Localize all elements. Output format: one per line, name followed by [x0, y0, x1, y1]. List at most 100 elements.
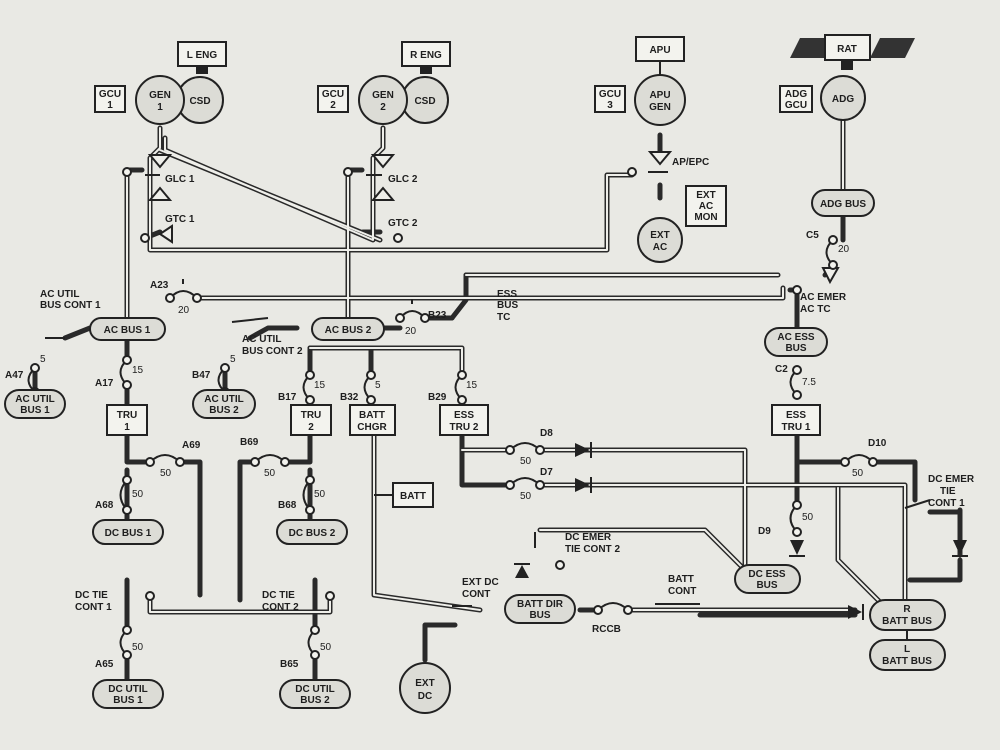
ac-emer-ac-tc-label: AC EMER AC TC — [800, 292, 847, 315]
svg-text:BUS 1: BUS 1 — [20, 405, 50, 416]
wiring-inner — [126, 116, 906, 616]
gen1-output-arrow — [147, 154, 173, 169]
svg-text:GEN: GEN — [649, 102, 671, 113]
d7-rating: 50 — [520, 491, 532, 502]
svg-text:R: R — [903, 604, 911, 615]
b23-label: B23 — [428, 310, 447, 321]
svg-text:1: 1 — [157, 102, 163, 113]
contactor-symbols — [45, 167, 931, 607]
ap-epc-label: AP/EPC — [672, 157, 709, 168]
b69-label: B69 — [240, 437, 259, 448]
svg-text:TRU 2: TRU 2 — [450, 422, 479, 433]
svg-text:AC BUS 1: AC BUS 1 — [104, 325, 151, 336]
c2-label: C2 — [775, 364, 788, 375]
b17-label: B17 — [278, 392, 297, 403]
engine-r: R ENG — [401, 41, 451, 74]
gcu-2: GCU 2 — [317, 85, 349, 113]
svg-text:CONT: CONT — [668, 586, 696, 597]
d8-rating: 50 — [520, 456, 532, 467]
svg-text:CHGR: CHGR — [357, 422, 387, 433]
svg-text:ADG: ADG — [785, 89, 807, 100]
svg-text:APU: APU — [649, 90, 670, 101]
diode-batt-dir — [514, 563, 530, 578]
generator-2: CSD GEN 2 — [358, 75, 449, 125]
svg-text:DC EMER: DC EMER — [928, 474, 975, 485]
svg-text:DC UTIL: DC UTIL — [108, 684, 147, 695]
l-eng-label: L ENG — [187, 50, 218, 61]
svg-text:DC BUS 2: DC BUS 2 — [289, 528, 336, 539]
svg-text:BATT BUS: BATT BUS — [882, 656, 932, 667]
svg-text:GCU: GCU — [99, 89, 121, 100]
d9-rating: 50 — [802, 512, 814, 523]
ext-ac: EXT AC — [637, 217, 683, 263]
ac-util-bus-2: AC UTIL BUS 2 — [192, 389, 256, 419]
svg-text:BATT BUS: BATT BUS — [882, 616, 932, 627]
a68-rating: 50 — [132, 489, 144, 500]
dc-bus-1: DC BUS 1 — [92, 519, 164, 545]
b23-rating: 20 — [405, 326, 417, 337]
diode-d9 — [789, 540, 805, 557]
ac-util-bus-cont1-label: AC UTIL BUS CONT 1 — [40, 289, 101, 311]
ext-dc-cont-label: EXT DC CONT — [462, 577, 499, 600]
ac-util-bus-cont2-label: AC UTIL BUS CONT 2 — [242, 334, 303, 357]
diode-d7 — [575, 477, 592, 493]
svg-text:TRU 1: TRU 1 — [782, 422, 811, 433]
svg-text:ESS: ESS — [454, 410, 474, 421]
apu: APU — [635, 36, 685, 75]
d7-label: D7 — [540, 467, 553, 478]
svg-text:AC BUS 2: AC BUS 2 — [325, 325, 372, 336]
gtc1-label: GTC 1 — [165, 214, 195, 225]
diode-d8 — [575, 442, 592, 458]
a69-label: A69 — [182, 440, 201, 451]
c5-label: C5 — [806, 230, 819, 241]
svg-text:DC EMER: DC EMER — [565, 532, 612, 543]
svg-text:BUS 1: BUS 1 — [113, 695, 143, 706]
ac-ess-bus: AC ESS BUS — [764, 327, 828, 357]
svg-text:MON: MON — [694, 212, 717, 223]
diode-batt-cont — [848, 604, 864, 620]
apu-generator: APU GEN — [634, 74, 686, 126]
rccb-label: RCCB — [592, 624, 621, 635]
apu-label: APU — [649, 45, 670, 56]
generator-1: CSD GEN 1 — [135, 75, 224, 125]
svg-text:DC TIE: DC TIE — [262, 590, 295, 601]
b47-rating: 5 — [230, 354, 236, 365]
svg-text:AC UTIL: AC UTIL — [15, 394, 54, 405]
svg-text:EXT: EXT — [696, 190, 715, 201]
batt-cont-label: BATT CONT — [668, 574, 696, 597]
svg-text:AC UTIL: AC UTIL — [204, 394, 243, 405]
gtc1-arrow — [147, 186, 173, 201]
svg-text:GCU: GCU — [785, 100, 807, 111]
svg-text:DC ESS: DC ESS — [748, 569, 786, 580]
tru-2: TRU 2 — [290, 404, 332, 436]
dc-tie-cont2-label: DC TIE CONT 2 — [262, 590, 299, 613]
svg-text:BUS: BUS — [529, 610, 550, 621]
glc2-label: GLC 2 — [388, 174, 418, 185]
r-batt-bus: R BATT BUS — [869, 599, 946, 631]
svg-text:TRU: TRU — [117, 410, 138, 421]
svg-text:DC: DC — [418, 691, 432, 702]
dc-ess-bus: DC ESS BUS — [734, 564, 801, 594]
d10-rating: 50 — [852, 468, 864, 479]
svg-text:GCU: GCU — [599, 89, 621, 100]
a47-label: A47 — [5, 370, 24, 381]
d8-label: D8 — [540, 428, 553, 439]
diode-dc-emer-tie-1 — [952, 540, 968, 557]
ac-util-bus-1: AC UTIL BUS 1 — [4, 389, 66, 419]
battery: BATT — [374, 482, 434, 508]
svg-text:DC TIE: DC TIE — [75, 590, 108, 601]
svg-text:BUS CONT 2: BUS CONT 2 — [242, 346, 303, 357]
svg-text:DC UTIL: DC UTIL — [295, 684, 334, 695]
ess-bus-tc-label: ESS BUS TC — [497, 289, 518, 323]
a23-label: A23 — [150, 280, 169, 291]
dc-emer-tie-cont2-label: DC EMER TIE CONT 2 — [565, 532, 620, 555]
svg-text:TIE: TIE — [940, 486, 956, 497]
svg-text:TC: TC — [497, 312, 510, 323]
svg-text:AC EMER: AC EMER — [800, 292, 847, 303]
svg-text:ESS: ESS — [497, 289, 517, 300]
a65-label: A65 — [95, 659, 114, 670]
apu-output-arrow — [647, 151, 673, 166]
glc1-label: GLC 1 — [165, 174, 195, 185]
dc-bus-2: DC BUS 2 — [276, 519, 348, 545]
gtc2-arrow — [370, 186, 396, 201]
